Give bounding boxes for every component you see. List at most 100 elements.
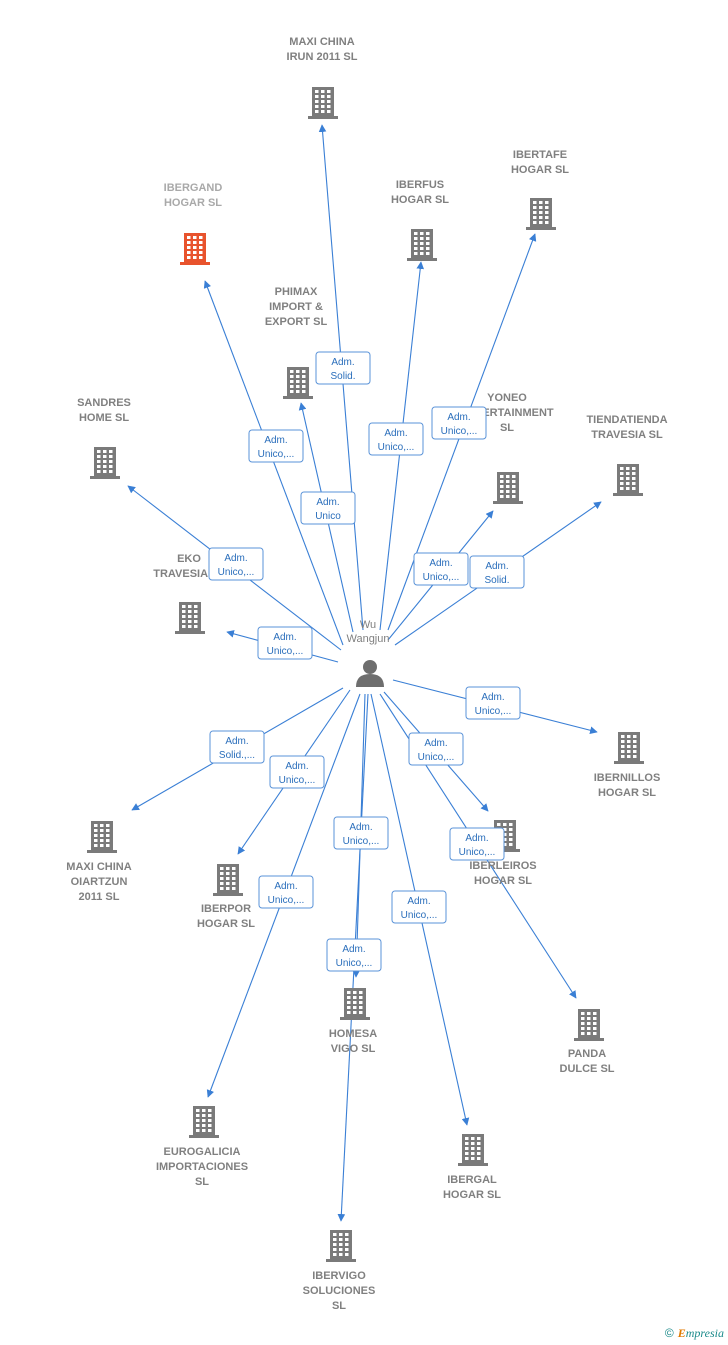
empresia-watermark: ©Empresia bbox=[665, 1326, 724, 1341]
building-icon bbox=[326, 1230, 356, 1262]
relation-label-text: Adm.Unico,... bbox=[423, 558, 460, 583]
relation-label-text: Adm.Unico,... bbox=[418, 738, 455, 763]
relation-label-yoneo[interactable]: Adm.Unico,... bbox=[413, 552, 469, 586]
relation-label-text: Adm.Unico,... bbox=[401, 896, 438, 921]
relation-label-ibergand-hogar[interactable]: Adm.Unico,... bbox=[248, 429, 304, 463]
building-icon bbox=[283, 367, 313, 399]
relation-label-text: Adm.Unico,... bbox=[459, 833, 496, 858]
relation-label-ibertafe-hogar[interactable]: Adm.Unico,... bbox=[431, 406, 487, 440]
building-icon bbox=[180, 233, 210, 265]
relation-label-box bbox=[258, 875, 314, 909]
edges-layer bbox=[127, 124, 602, 1222]
relation-label-homesa-vigo[interactable]: Adm.Unico,... bbox=[333, 816, 389, 850]
relation-label-iberpor[interactable]: Adm.Unico,... bbox=[269, 755, 325, 789]
relation-label-text: Adm.Unico,... bbox=[441, 412, 478, 437]
relation-label-text: Adm.Solid. bbox=[330, 357, 355, 382]
relation-label-text: Adm.Unico,... bbox=[279, 761, 316, 786]
building-icon bbox=[493, 472, 523, 504]
relation-label-eurogalicia[interactable]: Adm.Unico,... bbox=[258, 875, 314, 909]
relation-label-text: Adm.Solid. bbox=[484, 561, 509, 586]
relation-label-text: Adm.Unico,... bbox=[475, 692, 512, 717]
relation-label-sandres-home[interactable]: Adm.Unico,... bbox=[208, 547, 264, 581]
relation-label-iberfus-hogar[interactable]: Adm.Unico,... bbox=[368, 422, 424, 456]
relation-label-ibervigo[interactable]: Adm.Unico,... bbox=[326, 938, 382, 972]
relation-label-text: Adm.Unico,... bbox=[336, 944, 373, 969]
relation-label-box bbox=[208, 547, 264, 581]
person-icon bbox=[356, 660, 384, 687]
copyright-symbol: © bbox=[664, 1326, 674, 1340]
building-icon bbox=[613, 464, 643, 496]
relation-label-text: Adm.Unico,... bbox=[267, 632, 304, 657]
building-icon bbox=[574, 1009, 604, 1041]
edge-labels-layer: Adm.Solid. Adm.Unico,... Adm.Unico,... Adm.… bbox=[208, 351, 525, 972]
relation-label-box bbox=[333, 816, 389, 850]
relation-label-box bbox=[257, 626, 313, 660]
relation-label-text: Adm.Unico,... bbox=[258, 435, 295, 460]
building-icon bbox=[175, 602, 205, 634]
relation-label-tiendatienda[interactable]: Adm.Solid. bbox=[469, 555, 525, 589]
relation-label-box bbox=[209, 730, 265, 764]
relation-label-box bbox=[408, 732, 464, 766]
relation-label-ibergal[interactable]: Adm.Unico,... bbox=[391, 890, 447, 924]
relation-label-text: Adm.Unico,... bbox=[378, 428, 415, 453]
building-icon bbox=[458, 1134, 488, 1166]
relation-label-text: Adm.Unico bbox=[315, 497, 341, 522]
relation-label-panda-dulce[interactable]: Adm.Unico,... bbox=[449, 827, 505, 861]
building-icon bbox=[213, 864, 243, 896]
relation-label-iberleiros[interactable]: Adm.Unico,... bbox=[408, 732, 464, 766]
relation-label-box bbox=[300, 491, 356, 525]
brand-name: mpresia bbox=[685, 1326, 724, 1340]
building-icon bbox=[87, 821, 117, 853]
relation-label-maxi-china-oiartzun[interactable]: Adm.Solid.,... bbox=[209, 730, 265, 764]
relation-label-box bbox=[326, 938, 382, 972]
relation-label-eko-travesia[interactable]: Adm.Unico,... bbox=[257, 626, 313, 660]
relation-label-ibernillos[interactable]: Adm.Unico,... bbox=[465, 686, 521, 720]
building-icon bbox=[340, 988, 370, 1020]
relation-label-text: Adm.Unico,... bbox=[268, 881, 305, 906]
relation-label-box bbox=[469, 555, 525, 589]
relation-label-text: Adm.Unico,... bbox=[343, 822, 380, 847]
relation-label-phimax[interactable]: Adm.Unico bbox=[300, 491, 356, 525]
building-icon bbox=[308, 87, 338, 119]
relation-label-maxi-china-irun[interactable]: Adm.Solid. bbox=[315, 351, 371, 385]
relation-label-box bbox=[449, 827, 505, 861]
building-icon bbox=[526, 198, 556, 230]
relation-label-box bbox=[391, 890, 447, 924]
relation-label-box bbox=[465, 686, 521, 720]
relation-label-box bbox=[431, 406, 487, 440]
